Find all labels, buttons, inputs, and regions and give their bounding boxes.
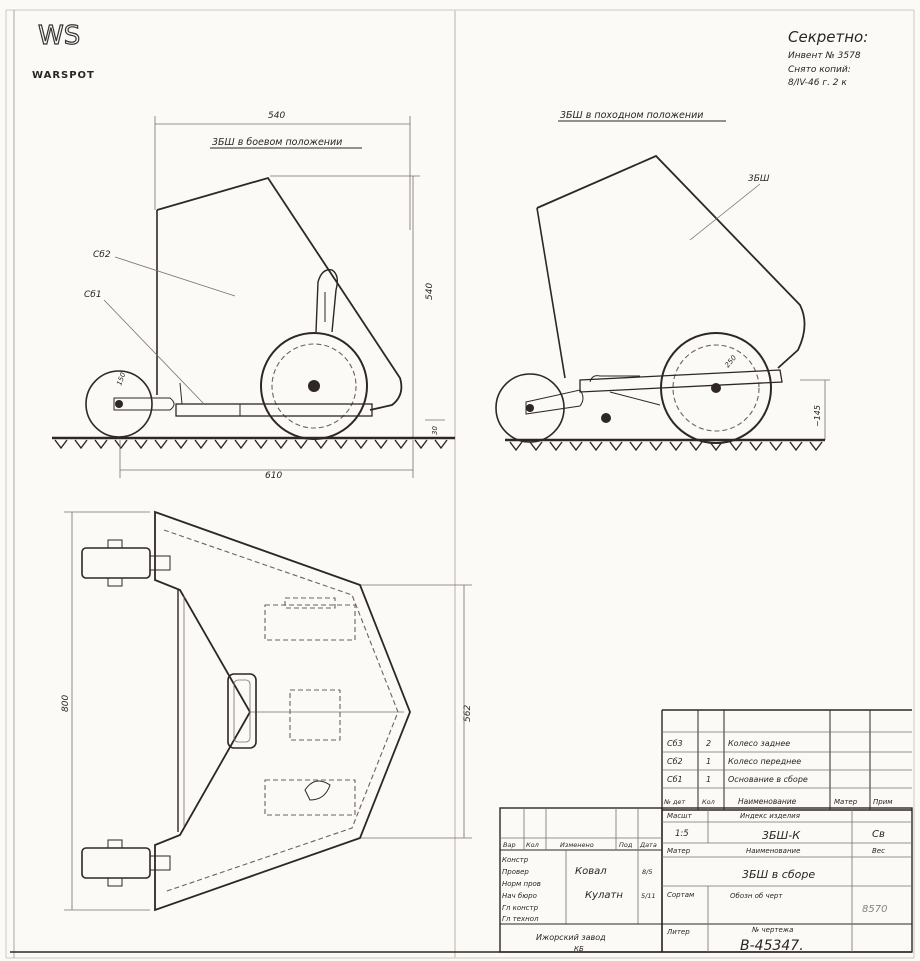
dim-bottom: 610: [265, 471, 282, 481]
header-pos: № дет: [663, 798, 685, 806]
travel-position-view: 3БШ в походном положении 3БШ 250 ~145: [495, 110, 830, 452]
part-2-qty: 1: [706, 757, 711, 766]
part-1-name: Колесо заднее: [728, 739, 790, 748]
signature-1: Ковал: [575, 866, 607, 877]
wheel-dim-combat: 150: [115, 371, 127, 387]
scale-value: 1:5: [675, 829, 689, 839]
secret-label: Секретно:: [788, 28, 868, 46]
header-note: Прим: [873, 798, 893, 806]
index-value: 3БШ-К: [762, 829, 801, 842]
wheel-dim-travel: 250: [723, 353, 738, 369]
drawing-number: В-45347.: [740, 938, 804, 954]
part-2-name: Колесо переднее: [728, 757, 801, 766]
callout-sb2: Сб2: [93, 250, 111, 260]
material-label: Матер: [667, 847, 691, 855]
part-2-index: Сб2: [667, 757, 683, 766]
scale-label: Масшт: [667, 812, 693, 820]
plant-name: Ижорский завод: [536, 933, 606, 942]
role-4: Нач бюро: [502, 892, 537, 900]
role-2: Провер: [502, 868, 529, 876]
litera-label: Литер: [666, 928, 690, 936]
header-material: Матер: [834, 798, 858, 806]
general-drawing-label: Обозн об черт: [730, 892, 783, 900]
assortment-label: Сортам: [667, 891, 695, 899]
role-3: Норм пров: [502, 880, 541, 888]
dim-side-travel: ~145: [813, 405, 822, 427]
drawing-no-label: № чертежа: [751, 926, 793, 934]
weight-value: Св: [872, 829, 885, 840]
inventory-number: Инвент № 3578: [788, 51, 861, 61]
rev-var: Вар: [503, 841, 516, 849]
travel-view-title: 3БШ в походном положении: [560, 110, 703, 121]
header-name: Наименование: [738, 797, 797, 806]
part-3-qty: 1: [706, 775, 711, 784]
logo-mark: WS: [38, 21, 80, 51]
assembly-name: 3БШ в сборе: [742, 868, 815, 881]
name-label: Наименование: [746, 847, 800, 855]
signature-2: Кулатн: [585, 890, 623, 901]
header-qty: Кол: [702, 798, 715, 806]
sign-date-1: 8/5: [642, 868, 652, 876]
stamp-number: 8570: [862, 904, 887, 915]
dim-ground: 30: [431, 426, 439, 435]
plan-view: 800 562: [61, 510, 473, 912]
copies-label: Снято копий:: [788, 65, 851, 75]
callout-sb1: Сб1: [84, 290, 102, 300]
dim-plan-right: 562: [463, 705, 473, 722]
secrecy-stamp: Секретно: Инвент № 3578 Снято копий: 8/I…: [788, 28, 868, 88]
dim-top: 540: [268, 111, 285, 121]
combat-view-title: 3БШ в боевом положении: [212, 137, 342, 148]
dim-plan-left: 800: [61, 695, 71, 712]
combat-position-view: 3БШ в боевом положении 540 540 30 150 Сб: [52, 111, 455, 481]
part-3-index: Сб1: [667, 775, 683, 784]
part-3-name: Основание в сборе: [728, 775, 808, 784]
copies-note: 8/IV-46 г. 2 к: [788, 78, 847, 88]
rev-sign: Под: [619, 841, 633, 849]
rev-qty: Кол: [526, 841, 539, 849]
logo-wordmark: WARSPOT: [32, 70, 95, 81]
warspot-logo: WS WARSPOT: [32, 20, 95, 81]
title-block: Вар Кол Изменено Под Дата Констр Провер …: [499, 807, 913, 954]
dim-side: 540: [425, 283, 435, 300]
role-1: Констр: [502, 856, 529, 864]
sign-date-2: 5/11: [641, 892, 656, 900]
part-1-qty: 2: [706, 739, 711, 748]
rev-changed: Изменено: [560, 841, 594, 849]
rev-date: Дата: [639, 841, 657, 849]
index-label: Индекс изделия: [740, 812, 800, 820]
role-5: Гл констр: [502, 904, 539, 912]
callout-3bsh: 3БШ: [748, 174, 770, 184]
plant-dept: КБ: [574, 945, 584, 953]
role-6: Гл технол: [502, 915, 539, 923]
part-1-index: Сб3: [667, 739, 683, 748]
weight-label: Вес: [872, 847, 885, 855]
